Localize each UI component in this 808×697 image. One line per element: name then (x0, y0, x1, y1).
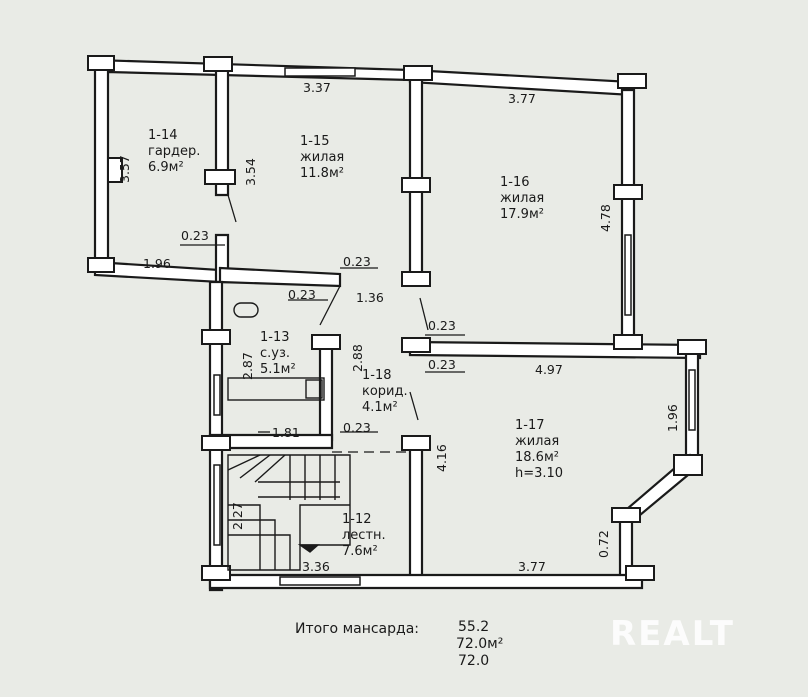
dim-2-87: 2.87 (240, 352, 255, 380)
dim-0-23-f: 0.23 (343, 420, 371, 435)
dim-0-23-e: 0.23 (428, 357, 456, 372)
dim-1-36: 1.36 (356, 290, 384, 305)
wall-1-17-top (408, 340, 702, 360)
dim-4-16: 4.16 (434, 444, 449, 472)
total-label: Итого мансарда: (295, 621, 419, 637)
dim-0-23-d: 0.23 (428, 318, 456, 333)
dim-1-81: 1.81 (272, 425, 300, 440)
dim-1-96-h: 1.96 (143, 256, 171, 271)
dim-3-36: 3.36 (302, 559, 330, 574)
dim-3-37: 3.37 (303, 80, 331, 95)
dim-3-77-top: 3.77 (508, 91, 536, 106)
dim-4-97: 4.97 (535, 362, 563, 377)
dim-2-88: 2.88 (350, 344, 365, 372)
wall-1-15-bottom (218, 266, 342, 288)
total-value-b: 72.0м² (456, 636, 504, 652)
dim-1-96-v: 1.96 (665, 404, 680, 432)
dim-0-23-a: 0.23 (181, 228, 209, 243)
dim-3-57: 3.57 (117, 155, 132, 183)
stair-outline (227, 454, 351, 571)
dim-0-72: 0.72 (596, 530, 611, 558)
dim-4-78: 4.78 (598, 204, 613, 232)
dim-3-54: 3.54 (243, 158, 258, 186)
wall-1-18-1-17 (408, 438, 424, 587)
dim-2-27: 2.27 (230, 502, 245, 530)
total-value-a: 55.2 (458, 619, 490, 635)
total-value-c: 72.0 (458, 653, 490, 669)
realt-watermark: REALT (610, 614, 735, 654)
wall-bottom (208, 573, 644, 590)
dim-3-77-bottom: 3.77 (518, 559, 546, 574)
dim-0-23-c: 0.23 (288, 287, 316, 302)
dim-0-23-b: 0.23 (343, 254, 371, 269)
